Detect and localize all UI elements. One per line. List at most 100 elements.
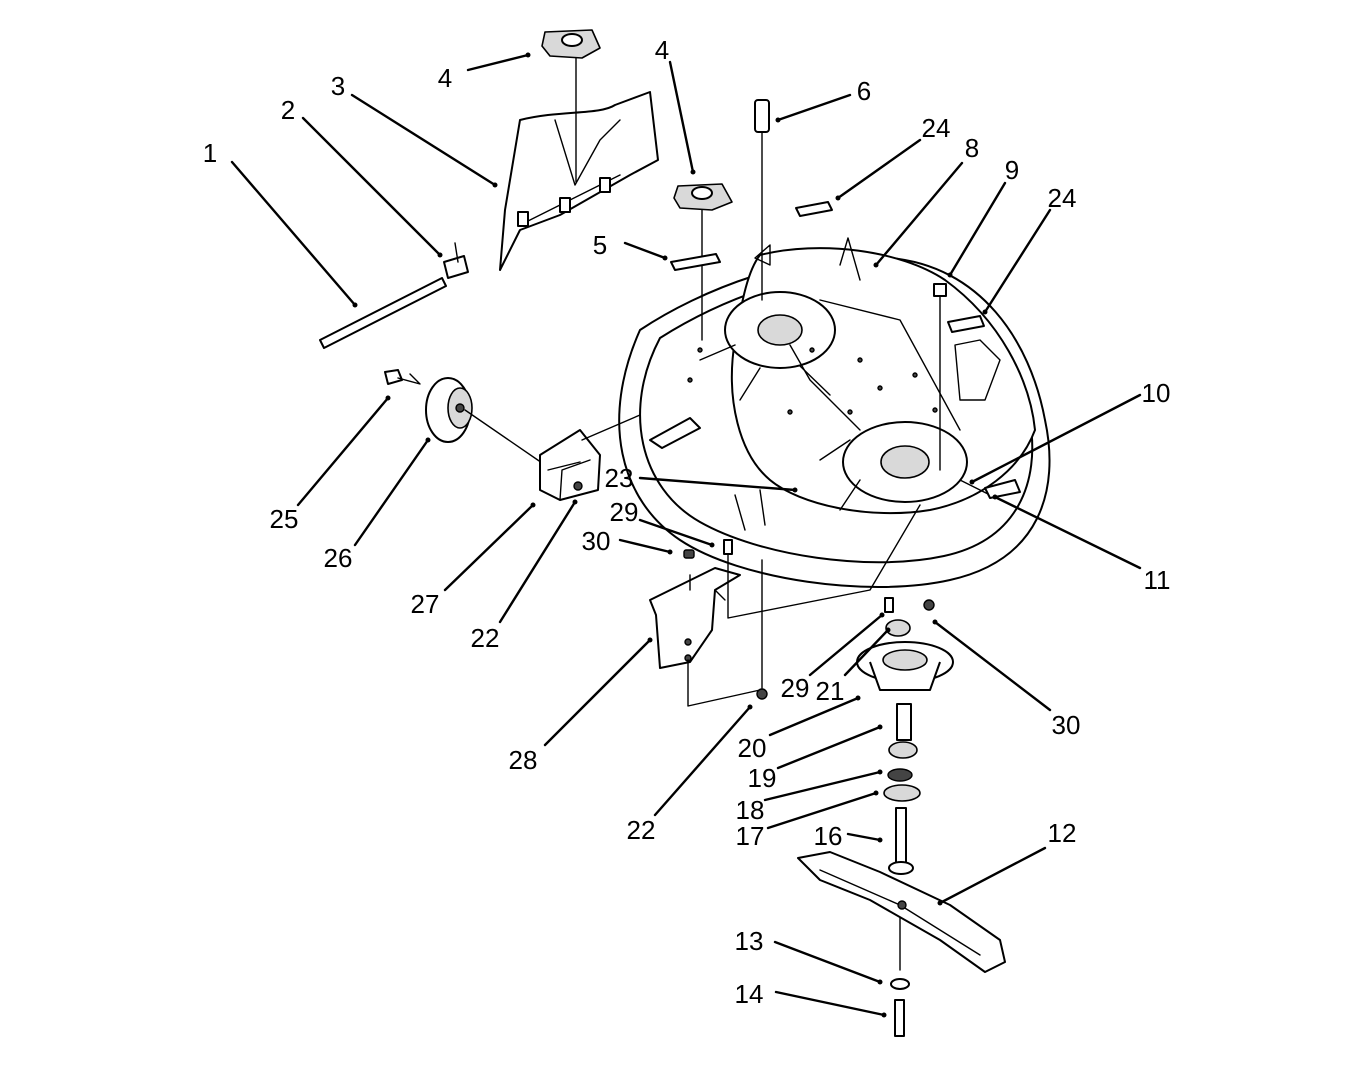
leader-dot-29 <box>879 612 885 618</box>
chute-rod <box>319 242 469 349</box>
chute-pads <box>541 29 733 341</box>
callout-label: 20 <box>738 733 767 763</box>
leader-line-28 <box>543 638 652 747</box>
leader-line-1 <box>230 160 357 307</box>
leader-line-4 <box>466 53 530 72</box>
callout-label: 19 <box>748 763 777 793</box>
callout-label: 2 <box>281 95 295 125</box>
leader-line-6 <box>776 93 852 122</box>
leader-dot-6 <box>775 117 781 123</box>
leader-dot-25 <box>385 395 391 401</box>
leader-dot-26 <box>425 437 431 443</box>
leader-dot-28 <box>647 637 653 643</box>
leader-dot-3 <box>492 182 498 188</box>
callout-label: 29 <box>781 673 810 703</box>
leader-dot-24 <box>835 195 841 201</box>
leader-line-21 <box>843 628 890 677</box>
leader-dot-18 <box>877 769 883 775</box>
callout-label: 23 <box>605 463 634 493</box>
callout-label: 11 <box>1144 565 1171 595</box>
callout-label: 4 <box>438 63 452 93</box>
leader-line-3 <box>350 93 497 187</box>
callout-label: 17 <box>736 821 765 851</box>
leader-dot-23 <box>792 487 798 493</box>
leader-line-26 <box>353 438 430 547</box>
parts-artwork <box>319 29 1051 1037</box>
leader-dot-10 <box>969 479 975 485</box>
blade-assembly <box>797 851 1006 1037</box>
leader-line-24 <box>836 138 922 200</box>
leader-dot-2 <box>437 252 443 258</box>
leader-dot-5 <box>662 255 668 261</box>
callout-label: 24 <box>1048 183 1077 213</box>
callout-label: 8 <box>965 133 979 163</box>
leader-line-11 <box>993 495 1142 570</box>
callout-label: 14 <box>735 979 764 1009</box>
leader-dot-30 <box>932 619 938 625</box>
leader-line-27 <box>443 503 535 592</box>
callout-label: 6 <box>857 76 871 106</box>
leader-lines <box>230 52 1142 1018</box>
leader-line-13 <box>773 940 882 984</box>
leader-line-23 <box>638 476 797 492</box>
leader-line-25 <box>296 396 390 507</box>
spindle-assembly <box>756 559 954 875</box>
leader-line-5 <box>623 241 667 260</box>
leader-line-22 <box>498 500 577 624</box>
callout-label: 27 <box>411 589 440 619</box>
leader-dot-1 <box>352 302 358 308</box>
leader-dot-24 <box>982 309 988 315</box>
callout-label: 3 <box>331 71 345 101</box>
callout-label: 12 <box>1048 818 1077 848</box>
leader-line-30 <box>933 620 1052 712</box>
callout-label: 4 <box>655 35 669 65</box>
leader-line-10 <box>970 393 1142 484</box>
leader-line-8 <box>874 161 964 267</box>
leader-dot-14 <box>881 1012 887 1018</box>
callout-label: 29 <box>610 497 639 527</box>
leader-dot-21 <box>885 627 891 633</box>
callout-label: 1 <box>203 138 217 168</box>
callout-label: 28 <box>509 745 538 775</box>
leader-dot-13 <box>877 979 883 985</box>
leader-line-19 <box>776 725 882 770</box>
callout-label: 5 <box>593 230 607 260</box>
leader-line-18 <box>763 770 882 802</box>
leader-dot-22 <box>572 499 578 505</box>
decals <box>670 201 985 333</box>
bolts-top <box>754 99 947 471</box>
leader-line-22 <box>653 705 752 817</box>
deck-housing <box>618 237 1051 588</box>
leader-dot-12 <box>937 900 943 906</box>
callout-label: 10 <box>1142 378 1171 408</box>
callout-label: 30 <box>582 526 611 556</box>
leader-line-29 <box>808 613 884 677</box>
leader-line-16 <box>846 832 882 842</box>
leader-line-24 <box>983 208 1052 314</box>
leader-dot-16 <box>877 837 883 843</box>
callout-label: 21 <box>816 676 845 706</box>
leader-dot-22 <box>747 704 753 710</box>
callout-label: 13 <box>735 926 764 956</box>
callout-label: 9 <box>1005 155 1019 185</box>
callout-label: 25 <box>270 504 299 534</box>
leader-dot-8 <box>873 262 879 268</box>
leader-dot-4 <box>525 52 531 58</box>
leader-line-12 <box>938 846 1047 905</box>
discharge-chute <box>499 91 659 271</box>
leader-line-30 <box>618 538 672 554</box>
callout-label: 22 <box>627 815 656 845</box>
leader-dot-30 <box>667 549 673 555</box>
leader-line-14 <box>774 990 886 1017</box>
leader-line-29 <box>638 518 714 547</box>
leader-dot-17 <box>873 790 879 796</box>
leader-dot-11 <box>992 494 998 500</box>
leader-dot-20 <box>855 695 861 701</box>
leader-dot-27 <box>530 502 536 508</box>
callout-label: 26 <box>324 543 353 573</box>
callout-label: 30 <box>1052 710 1081 740</box>
leader-line-4 <box>668 60 695 174</box>
callout-label: 24 <box>922 113 951 143</box>
leader-line-2 <box>301 116 442 257</box>
